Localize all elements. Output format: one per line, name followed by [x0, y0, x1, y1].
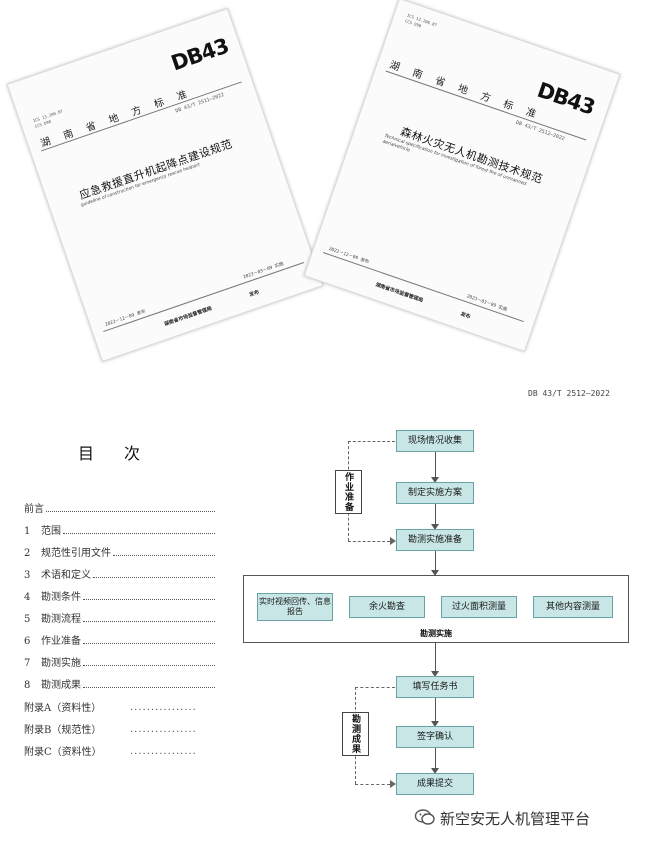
dashed-connector [348, 441, 395, 442]
toc-appendix-dots: ................ [130, 702, 197, 713]
flow-sub-video: 实时视频回传、信息报告 [257, 593, 333, 621]
connector [435, 748, 436, 769]
wechat-icon [414, 806, 436, 828]
dashed-connector [355, 687, 395, 688]
left-standard-cover: ICS 13.200.87 CCS D90 DB43 湖南省地方标准 DB 43… [6, 7, 324, 363]
right-standard-cover: ICS 13.200.87 CCS D90 DB43 湖南省地方标准 DB 43… [303, 0, 621, 353]
flow-step-prepare: 勘测实施准备 [396, 529, 474, 551]
divider [103, 262, 304, 333]
divider [323, 252, 524, 323]
toc-appendix-dots: ................ [130, 724, 197, 735]
flow-step-submit: 成果提交 [396, 773, 474, 795]
flow-step-collect: 现场情况收集 [396, 430, 474, 452]
label-implementation: 勘测实施 [420, 629, 452, 638]
arrow-down-icon [431, 524, 439, 530]
province-standard-line: 湖南省地方标准 [388, 59, 551, 125]
toc-appendix[interactable]: 附录C（资料性） [24, 747, 102, 758]
toc-item[interactable]: 前言 [24, 501, 215, 515]
label-work-preparation: 作业准备 [335, 470, 362, 514]
flow-sub-residual-fire: 余火勘查 [349, 596, 425, 618]
connector [435, 698, 436, 722]
toc-appendix[interactable]: 附录A（资料性） [24, 703, 102, 714]
issue-word: 发布 [248, 289, 261, 299]
arrow-down-icon [431, 671, 439, 677]
arrow-down-icon [431, 721, 439, 727]
page-standard-number: DB 43/T 2512—2022 [528, 389, 610, 398]
connector [435, 643, 436, 672]
connector [435, 452, 436, 478]
watermark: 新空安无人机管理平台 [440, 810, 591, 828]
cover-title-cn: 应急救援直升机起降点建设规范 [77, 137, 235, 202]
arrow-right-icon [390, 780, 396, 788]
issue-word: 发布 [459, 311, 472, 321]
flow-step-sign: 签字确认 [396, 726, 474, 748]
flow-sub-other: 其他内容测量 [533, 596, 613, 618]
toc-title: 目次 [78, 444, 171, 463]
province-standard-line: 湖南省地方标准 [39, 84, 202, 150]
dashed-connector [348, 541, 390, 542]
arrow-down-icon [431, 570, 439, 576]
label-survey-results: 勘测成果 [342, 712, 369, 756]
toc-appendix-dots: ................ [130, 746, 197, 757]
toc-appendix[interactable]: 附录B（规范性） [24, 725, 102, 736]
flow-step-task-form: 填写任务书 [396, 676, 474, 698]
flow-step-plan: 制定实施方案 [396, 482, 474, 504]
db-logo: DB43 [168, 33, 232, 76]
flow-sub-burned-area: 过火面积测量 [441, 596, 517, 618]
arrow-right-icon [390, 537, 396, 545]
arrow-down-icon [431, 477, 439, 483]
arrow-down-icon [431, 768, 439, 774]
connector [435, 551, 436, 571]
connector [435, 504, 436, 525]
dashed-connector [355, 784, 390, 785]
